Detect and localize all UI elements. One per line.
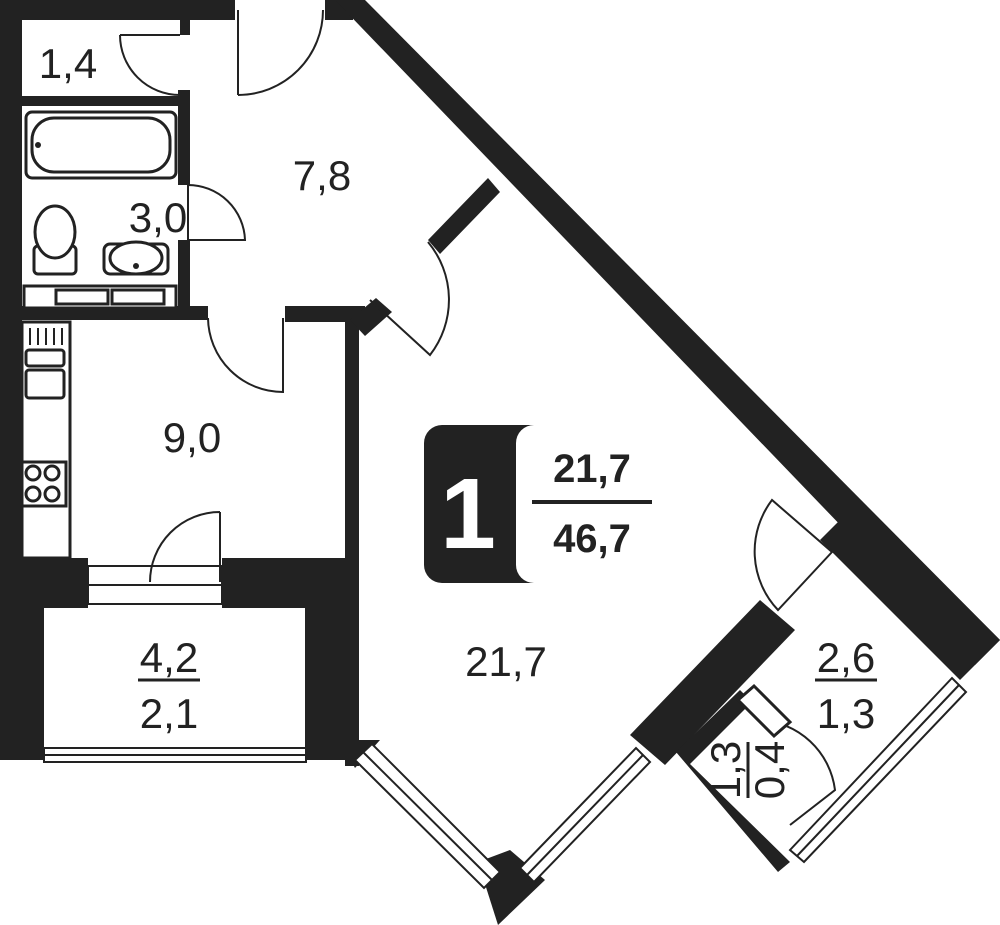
wall-loggia-right-partition: [630, 600, 795, 765]
wall-top-left: [0, 0, 235, 20]
doors: [119, 9, 837, 826]
label-hall: 7,8: [293, 152, 351, 199]
label-storage: 1,4: [39, 40, 97, 87]
door-entry: [237, 9, 324, 96]
wall-loggia-left-right: [305, 600, 359, 760]
door-kitchen: [207, 317, 284, 394]
label-loggia-left-area: 4,2: [140, 634, 198, 681]
door-living: [369, 241, 450, 357]
label-kitchen: 9,0: [163, 414, 221, 461]
wall-diagonal-outer: [335, 0, 1000, 665]
room-badge: 1 21,7 46,7: [424, 425, 666, 583]
label-loggia-left-reduced: 2,1: [140, 690, 198, 737]
sink-bath: [102, 240, 170, 276]
label-balcony-small-reduced: 0,4: [746, 741, 793, 799]
wall-left-outer: [0, 0, 22, 760]
washer-shelf: [22, 284, 178, 310]
badge-rooms: 1: [440, 458, 496, 570]
kitchen-sink: [24, 348, 66, 368]
wall-hall-living-stub: [350, 298, 392, 336]
wall-right-block: [820, 500, 1000, 680]
label-balcony-small: 1,3 0,4: [702, 741, 793, 799]
wall-bath-right-lower: [178, 240, 190, 315]
label-balcony-small-area: 1,3: [702, 741, 749, 799]
badge-total-area: 46,7: [553, 517, 631, 561]
wall-loggia-left-side: [22, 600, 44, 760]
label-loggia-right-area: 2,6: [817, 634, 875, 681]
balcony-small-fixture: [735, 683, 793, 739]
badge-living-area: 21,7: [553, 447, 631, 491]
kitchen-counter: [20, 320, 72, 560]
toilet: [32, 204, 78, 276]
wall-storage-right: [180, 15, 190, 35]
door-loggia-left: [149, 511, 221, 583]
door-loggia-right: [753, 498, 834, 612]
wall-balcony-small: [676, 690, 790, 872]
bathtub: [24, 110, 178, 180]
door-storage: [119, 34, 181, 96]
label-bathroom: 3,0: [129, 194, 187, 241]
label-loggia-right-reduced: 1,3: [817, 690, 875, 737]
wall-storage-bottom: [18, 96, 190, 106]
wall-hall-living-stub2: [428, 178, 500, 254]
windows: [43, 565, 968, 890]
door-bath: [187, 184, 247, 241]
wall-kitchen-bottom-right: [222, 558, 359, 608]
label-living: 21,7: [465, 638, 547, 685]
room-labels: 1,4 7,8 3,0 9,0 21,7 4,2 2,1 2,6 1,3 1,3…: [39, 40, 877, 799]
wall-kitchen-bottom-left: [0, 558, 88, 608]
wall-bath-right-upper: [178, 90, 190, 185]
